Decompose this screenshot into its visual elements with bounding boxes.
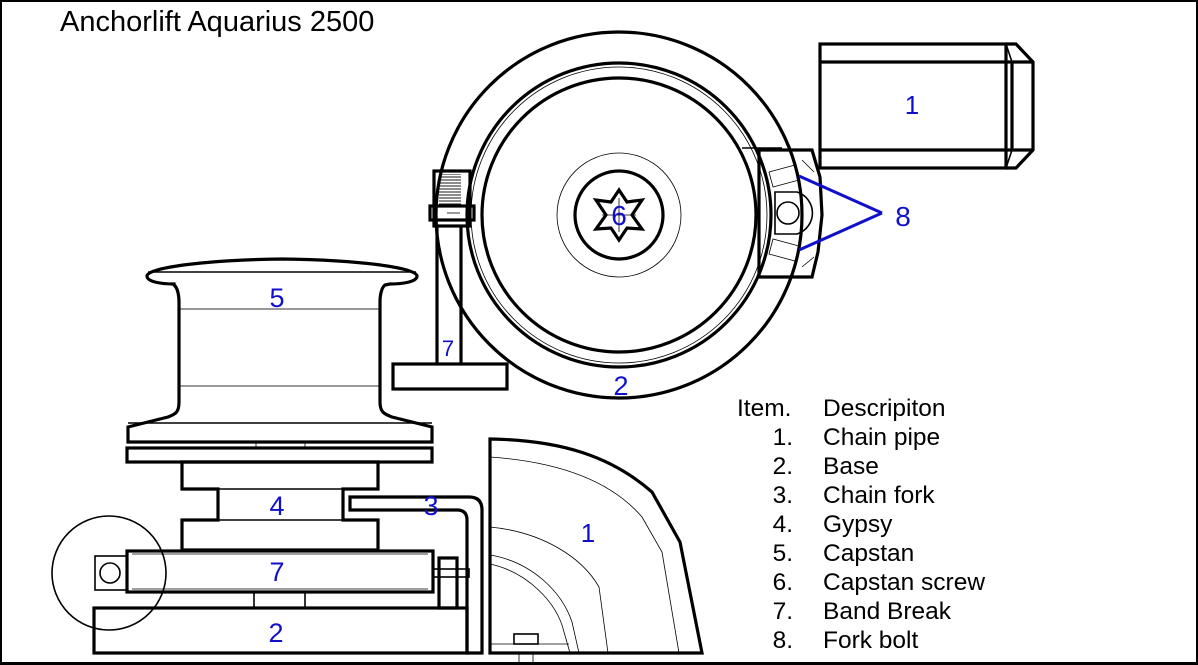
legend-label: Fork bolt	[823, 627, 919, 654]
chain-fork	[348, 495, 484, 655]
callout-side-gypsy: 4	[269, 491, 284, 521]
fork-bolt-leader-upper	[798, 174, 883, 215]
legend-label: Capstan screw	[823, 569, 986, 596]
legend-num: 5.	[772, 540, 793, 567]
band-break-bolt-pin	[432, 568, 470, 578]
callout-side-capstan: 5	[269, 283, 284, 313]
fork-bolt-leader-lower	[798, 211, 883, 252]
legend-row: 4. Gypsy	[737, 510, 985, 539]
callout-side-chain-pipe: 1	[581, 518, 595, 548]
pipe-bolt-head	[513, 633, 539, 645]
band-knob	[391, 362, 509, 391]
legend-header-description: Descripiton	[823, 395, 946, 422]
legend-num: 1.	[772, 424, 793, 451]
fork-bolt-lower	[768, 238, 800, 262]
legend-row: 1. Chain pipe	[737, 423, 985, 452]
band-break-lug	[94, 555, 128, 591]
legend-header: Item. Descripiton	[737, 394, 985, 423]
side-chain-pipe	[488, 437, 704, 662]
top-drum-ring	[465, 61, 773, 369]
capstan-body	[126, 257, 434, 444]
top-base-outer	[434, 30, 804, 400]
callout-top-chain-pipe: 1	[905, 90, 919, 120]
legend-header-item: Item.	[737, 395, 792, 422]
legend-row: 3. Chain fork	[737, 481, 985, 510]
legend-row: 7. Band Break	[737, 597, 985, 626]
clamp-pin	[428, 204, 476, 222]
callout-top-band-break: 7	[442, 336, 454, 361]
legend-row: 6. Capstan screw	[737, 568, 985, 597]
pipe-outline	[488, 437, 704, 655]
top-capstan-top	[480, 76, 758, 354]
side-base	[92, 606, 469, 655]
top-view: 1 2 6 7 8	[391, 30, 1035, 401]
legend-num: 6.	[772, 569, 793, 596]
clamp-block	[432, 169, 472, 228]
legend-label: Band Break	[823, 598, 952, 625]
callout-side-band-break: 7	[269, 557, 284, 587]
bracket-hole	[776, 201, 800, 225]
pipe-body	[818, 42, 1008, 170]
band-break-bolt	[437, 556, 459, 610]
callout-top-fork-bolt: 8	[895, 201, 911, 232]
pipe-bevel-line-2	[1005, 149, 1013, 169]
capstan-screw-star	[592, 187, 646, 243]
fork-bolt-upper	[768, 164, 800, 188]
legend-num: 2.	[772, 453, 793, 480]
diagram-title: Anchorlift Aquarius 2500	[60, 6, 375, 38]
legend-label: Gypsy	[823, 511, 893, 538]
top-hub	[573, 169, 665, 261]
parts-legend: Item. Descripiton 1. Chain pipe 2. Base 3.…	[737, 394, 985, 655]
top-fork-bracket	[742, 147, 824, 279]
band-break-lug-hole	[99, 562, 121, 584]
top-chain-pipe	[818, 42, 1035, 170]
flange-plate	[125, 446, 434, 464]
side-view: 5 4 3 7 2 1	[51, 257, 704, 662]
top-hub-outline	[556, 152, 682, 278]
pipe-line-2	[489, 526, 609, 654]
legend-num: 4.	[772, 511, 793, 538]
callout-top-capstan-screw: 6	[611, 200, 627, 231]
callout-side-base: 2	[268, 618, 283, 648]
pipe-bolt-thread	[518, 652, 534, 662]
legend-label: Base	[823, 453, 879, 480]
bolt-head-hatch-2	[801, 256, 815, 268]
legend-num: 3.	[772, 482, 793, 509]
clamp-thread	[439, 174, 461, 206]
callout-side-chain-fork: 3	[423, 491, 438, 521]
pipe-bevel-line-1	[1005, 43, 1013, 63]
legend-num: 8.	[772, 627, 793, 654]
legend-row: 5. Capstan	[737, 539, 985, 568]
callout-top-base: 2	[613, 371, 628, 401]
pipe-bevel	[1006, 42, 1035, 170]
legend-row: 8. Fork bolt	[737, 626, 985, 655]
bracket-eye	[774, 191, 814, 235]
bolt-head-hatch-1	[801, 159, 815, 173]
legend-label: Chain pipe	[823, 424, 941, 451]
legend-num: 7.	[772, 598, 793, 625]
bracket-body	[757, 148, 824, 279]
legend-row: 2. Base	[737, 452, 985, 481]
legend-label: Chain fork	[823, 482, 935, 509]
pipe-line-4	[489, 563, 571, 654]
capstan-grip	[178, 308, 381, 387]
pipe-line-1	[489, 456, 680, 654]
pipe-line-3	[489, 554, 580, 654]
legend-label: Capstan	[823, 540, 915, 567]
detail-circle	[51, 515, 167, 631]
top-band-break	[391, 169, 509, 391]
